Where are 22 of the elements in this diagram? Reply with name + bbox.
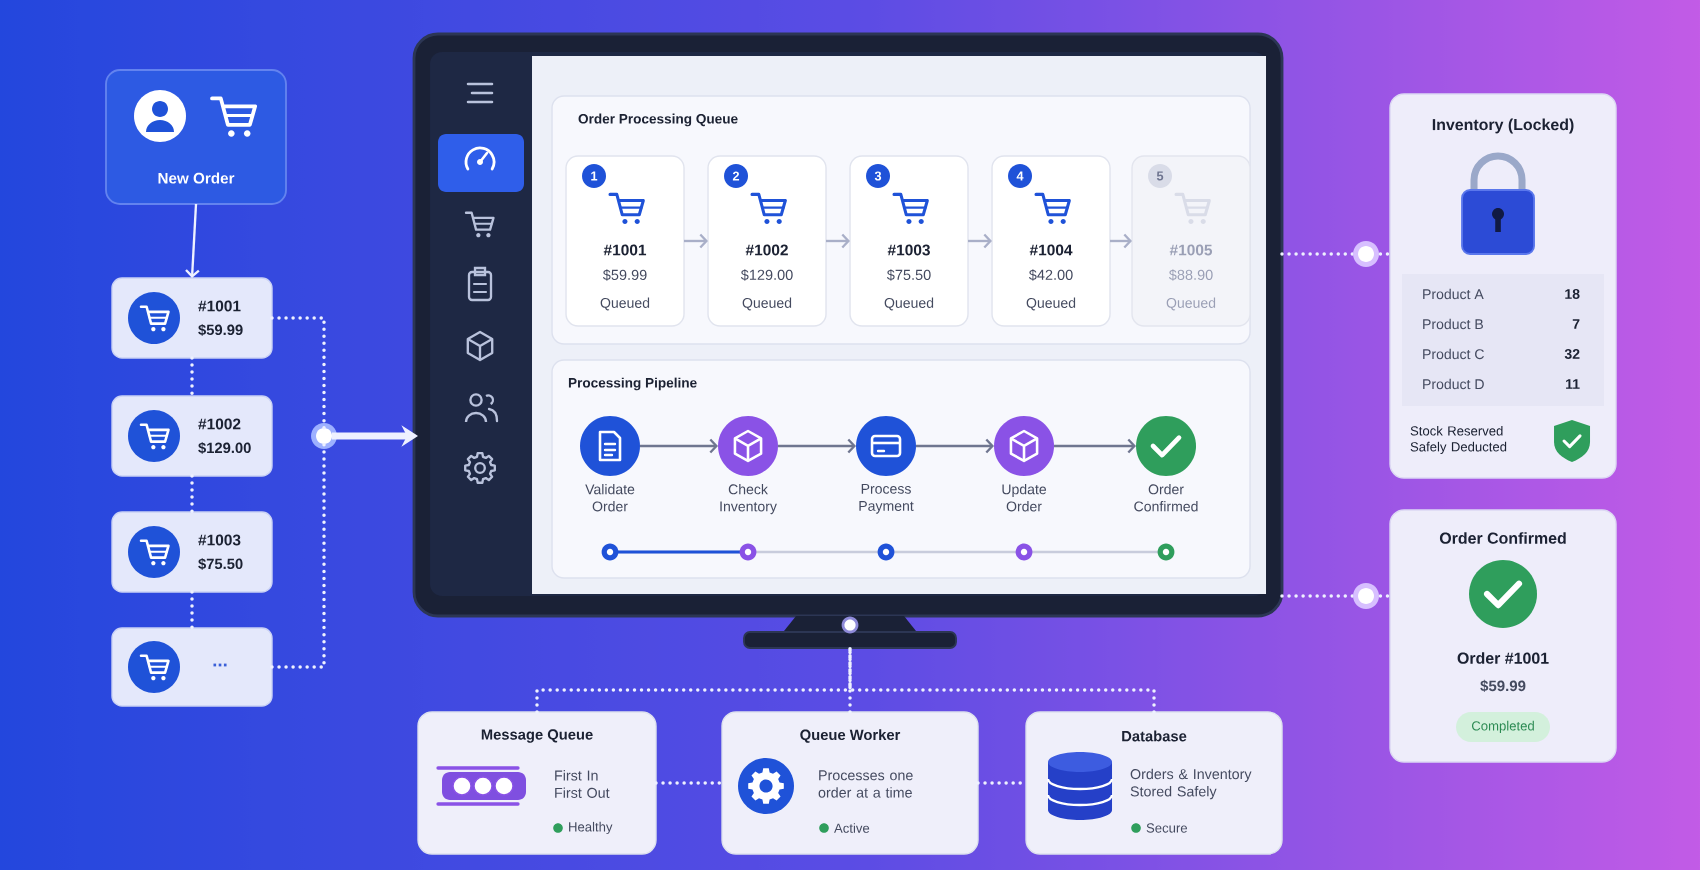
arrow bbox=[185, 203, 200, 278]
arrow bbox=[778, 438, 857, 454]
arrow bbox=[968, 233, 992, 249]
dotted-line bbox=[654, 781, 724, 785]
arrow bbox=[916, 438, 994, 454]
arrow bbox=[826, 233, 850, 249]
dotted-line bbox=[270, 442, 326, 669]
dotted-line bbox=[848, 646, 1156, 714]
junction-dot bbox=[311, 423, 337, 449]
dotted-line bbox=[976, 781, 1028, 785]
dotted-line bbox=[1280, 594, 1392, 598]
dotted-line bbox=[190, 474, 194, 514]
dotted-line bbox=[535, 646, 852, 714]
dotted-line bbox=[1280, 252, 1392, 256]
dotted-line bbox=[270, 316, 326, 430]
arrow bbox=[684, 233, 709, 249]
arrow bbox=[640, 438, 718, 454]
dotted-line bbox=[190, 590, 194, 630]
arrow bbox=[1054, 438, 1136, 454]
dotted-line bbox=[190, 356, 194, 398]
dotted-line bbox=[848, 646, 852, 714]
arrow bbox=[1110, 233, 1132, 249]
